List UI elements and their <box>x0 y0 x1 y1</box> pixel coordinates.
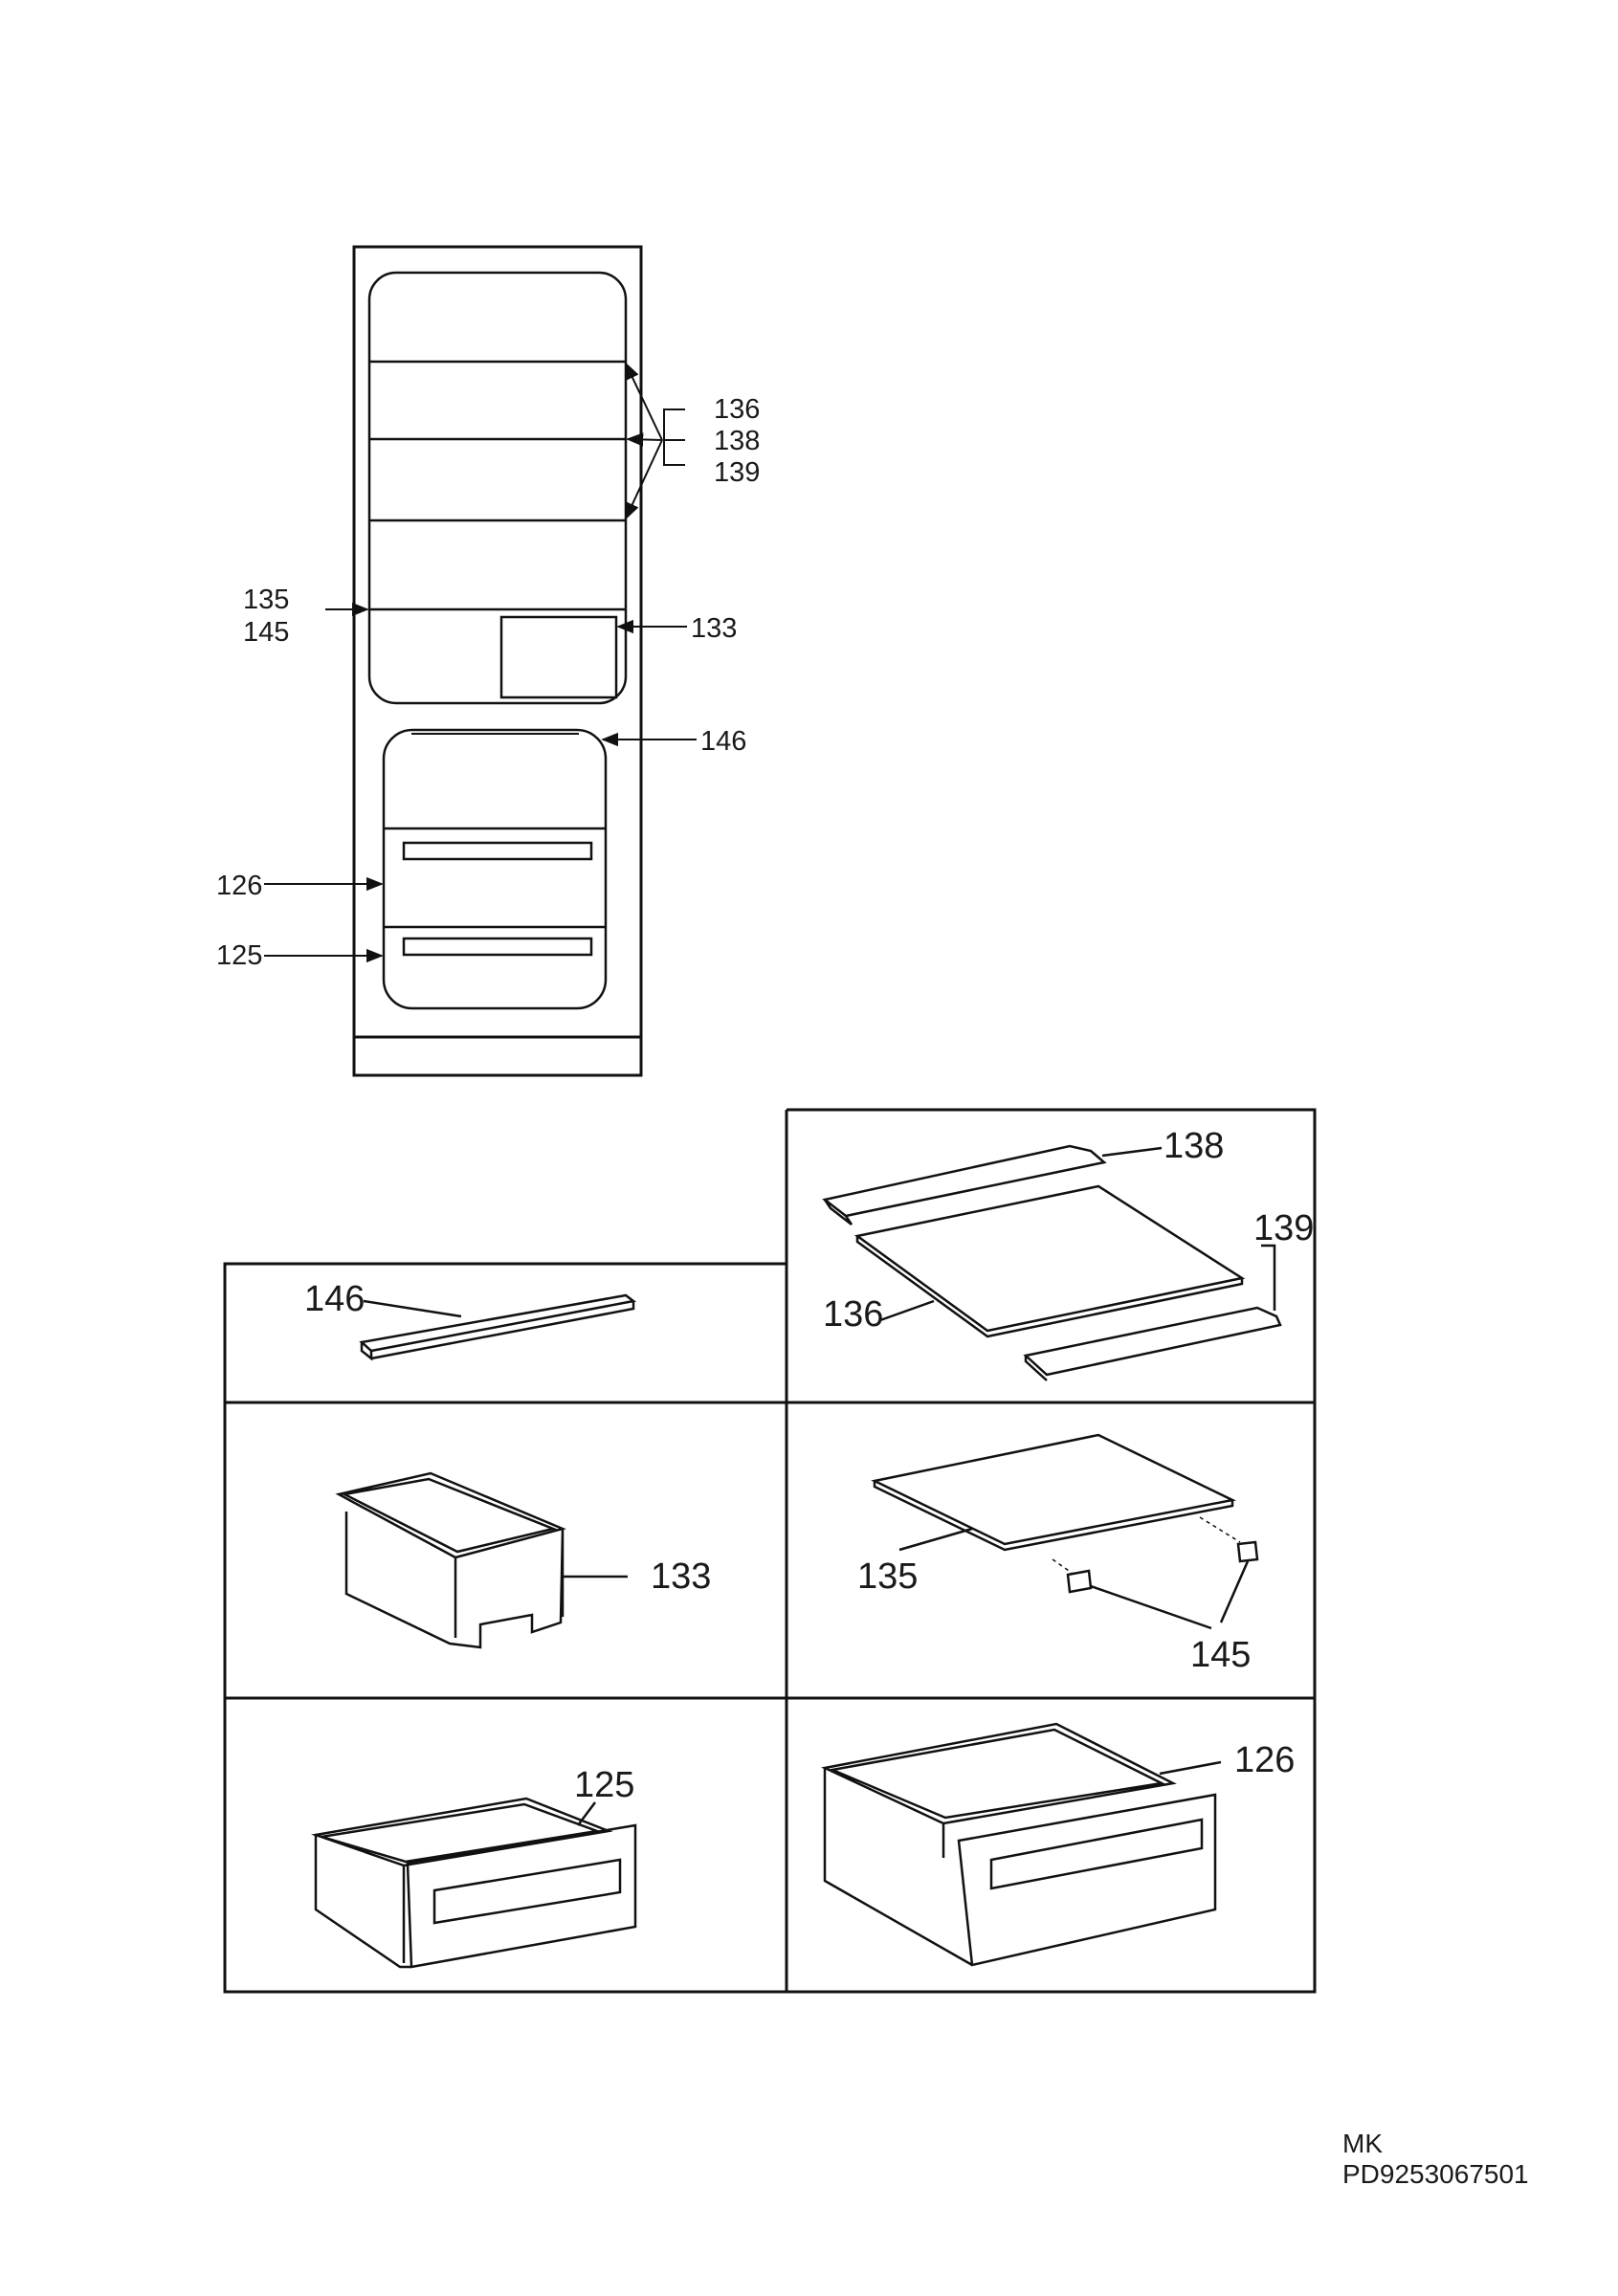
label-136-overview: 136 <box>714 394 760 425</box>
part-125-drawer <box>311 1797 637 1969</box>
label-146-overview: 146 <box>700 726 746 757</box>
label-145-panel: 145 <box>1190 1635 1251 1675</box>
part-133-box <box>335 1471 566 1649</box>
fridge-box-133 <box>499 615 618 699</box>
part-146-strip <box>359 1293 637 1361</box>
label-135-panel: 135 <box>857 1556 918 1597</box>
fridge-overview <box>352 245 643 1077</box>
fridge-cabinet <box>352 245 643 1077</box>
freezer-drawer-handle-1 <box>402 841 593 861</box>
document-code-mk: MK <box>1342 2129 1383 2158</box>
label-133-overview: 133 <box>691 613 737 644</box>
panel-drawer-126 <box>820 1722 1222 1967</box>
panel-box-133 <box>335 1471 628 1649</box>
label-136-panel: 136 <box>823 1294 883 1335</box>
part-135-glass-shelf <box>871 1433 1236 1552</box>
panel-shelf-136-138-139 <box>822 1144 1282 1381</box>
fridge-compartment <box>367 271 628 705</box>
label-139-panel: 139 <box>1253 1208 1314 1248</box>
overview-callouts <box>264 362 697 963</box>
part-145-clip-left <box>1066 1569 1093 1594</box>
label-125-overview: 125 <box>216 940 262 971</box>
label-138-panel: 138 <box>1164 1126 1224 1166</box>
label-139-overview: 139 <box>714 457 760 488</box>
freezer-compartment <box>382 728 608 1010</box>
label-145-overview: 145 <box>243 617 289 648</box>
part-139-front-trim <box>1023 1306 1282 1381</box>
label-138-overview: 138 <box>714 426 760 456</box>
part-126-drawer <box>820 1722 1217 1967</box>
parts-grid <box>223 1108 1317 1994</box>
label-126-overview: 126 <box>216 871 262 901</box>
panel-drawer-125 <box>311 1797 637 1969</box>
document-code-pd: PD9253067501 <box>1342 2159 1529 2189</box>
fridge-shelves <box>369 360 626 611</box>
panel-strip-146 <box>359 1293 637 1361</box>
label-135-overview: 135 <box>243 585 289 615</box>
label-133-panel: 133 <box>651 1556 711 1597</box>
panel-shelf-135-145 <box>871 1433 1259 1630</box>
freezer-drawer-handle-2 <box>402 937 593 957</box>
part-136-glass-shelf <box>853 1184 1246 1338</box>
part-145-clip-right <box>1236 1540 1259 1563</box>
label-125-panel: 125 <box>574 1765 634 1805</box>
label-126-panel: 126 <box>1234 1740 1295 1780</box>
part-138-rear-trim <box>822 1144 1107 1225</box>
label-146-panel: 146 <box>304 1279 365 1319</box>
